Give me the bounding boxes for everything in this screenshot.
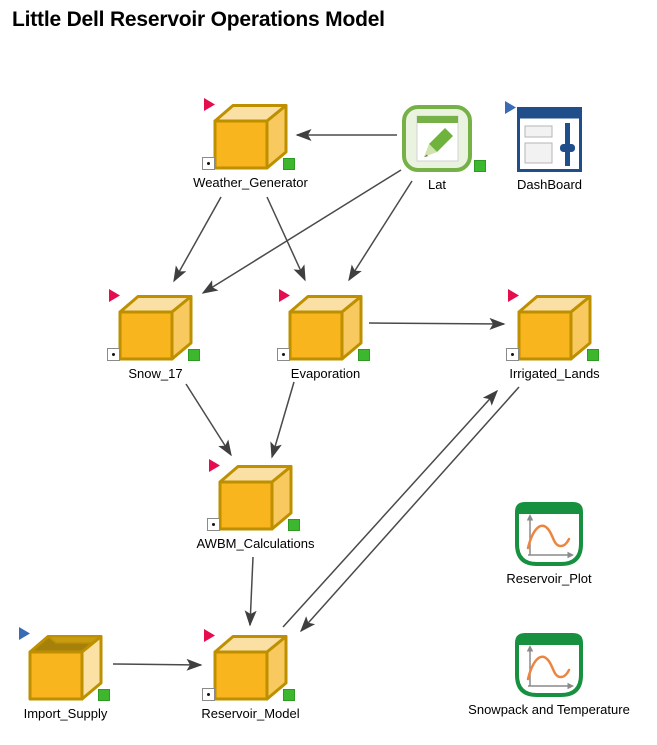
container-cube-icon — [517, 295, 592, 361]
node-weather_generator[interactable]: Weather_Generator — [193, 98, 308, 190]
arrow-reservoir_model-to-irrigated_lands — [282, 389, 499, 628]
node-irrigated_lands[interactable]: Irrigated_Lands — [506, 289, 600, 381]
blue-flag-icon — [505, 101, 516, 114]
red-flag-icon — [204, 98, 215, 111]
node-snowpack_plot[interactable]: Snowpack and Temperature — [468, 633, 630, 717]
node-label: Snow_17 — [128, 366, 183, 381]
edit-pencil-icon — [402, 105, 472, 172]
time-history-chart-icon — [515, 633, 583, 697]
node-label: Reservoir_Plot — [506, 571, 592, 586]
node-label: Irrigated_Lands — [509, 366, 600, 381]
arrow-weather_generator-to-evaporation — [266, 196, 306, 282]
container-cube-icon — [218, 465, 293, 531]
status-badge-icon — [98, 689, 110, 701]
red-flag-icon — [508, 289, 519, 302]
options-badge-icon — [202, 157, 215, 170]
node-evaporation[interactable]: Evaporation — [277, 289, 370, 381]
open-container-cube-icon — [28, 635, 103, 701]
node-label: Snowpack and Temperature — [468, 702, 630, 717]
options-badge-icon — [107, 348, 120, 361]
node-label: DashBoard — [516, 177, 583, 192]
red-flag-icon — [209, 459, 220, 472]
status-badge-icon — [283, 689, 295, 701]
node-snow_17[interactable]: Snow_17 — [107, 289, 200, 381]
page-title: Little Dell Reservoir Operations Model — [12, 8, 385, 31]
node-label: AWBM_Calculations — [196, 536, 315, 551]
arrow-evaporation-to-awbm_calculations — [270, 381, 295, 459]
red-flag-icon — [204, 629, 215, 642]
node-label: Lat — [427, 177, 447, 192]
container-cube-icon — [213, 635, 288, 701]
options-badge-icon — [207, 518, 220, 531]
container-cube-icon — [288, 295, 363, 361]
options-badge-icon — [277, 348, 290, 361]
arrow-lat-to-evaporation — [348, 180, 413, 282]
node-label: Reservoir_Model — [201, 706, 300, 721]
arrow-weather_generator-to-snow_17 — [173, 196, 222, 283]
container-cube-icon — [118, 295, 193, 361]
options-badge-icon — [202, 688, 215, 701]
arrow-irrigated_lands-to-reservoir_model — [300, 386, 520, 633]
container-cube-icon — [213, 104, 288, 170]
status-badge-icon — [358, 349, 370, 361]
node-reservoir_plot[interactable]: Reservoir_Plot — [506, 502, 592, 586]
node-label: Import_Supply — [23, 706, 108, 721]
red-flag-icon — [109, 289, 120, 302]
node-awbm_calculations[interactable]: AWBM_Calculations — [196, 459, 315, 551]
node-lat[interactable]: Lat — [402, 105, 486, 192]
status-badge-icon — [188, 349, 200, 361]
node-import_supply[interactable]: Import_Supply — [19, 627, 110, 721]
node-dashboard[interactable]: DashBoard — [505, 101, 582, 192]
status-badge-icon — [587, 349, 599, 361]
blue-flag-icon — [19, 627, 30, 640]
dashboard-window-icon — [517, 107, 582, 172]
red-flag-icon — [279, 289, 290, 302]
options-badge-icon — [506, 348, 519, 361]
arrow-evaporation-to-irrigated_lands — [368, 317, 506, 330]
arrow-snow_17-to-awbm_calculations — [185, 383, 232, 457]
node-label: Evaporation — [290, 366, 361, 381]
time-history-chart-icon — [515, 502, 583, 566]
status-badge-icon — [283, 158, 295, 170]
node-reservoir_model[interactable]: Reservoir_Model — [201, 629, 300, 721]
status-badge-icon — [288, 519, 300, 531]
status-badge-icon — [474, 160, 486, 172]
arrow-awbm_calculations-to-reservoir_model — [244, 556, 257, 627]
node-label: Weather_Generator — [193, 175, 308, 190]
arrow-import_supply-to-reservoir_model — [112, 658, 203, 671]
